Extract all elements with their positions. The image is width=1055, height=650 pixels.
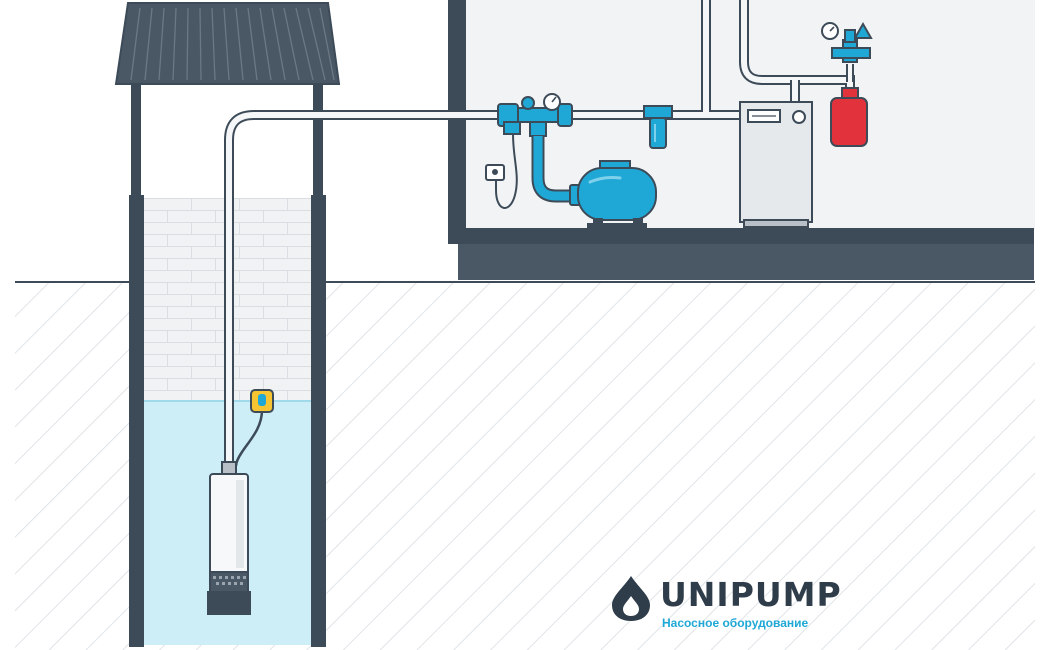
expansion-tank	[821, 21, 873, 147]
pressure-tank	[569, 160, 657, 230]
water-drop-logo-icon	[612, 576, 650, 621]
fitting-assembly	[497, 93, 573, 137]
brand-tagline: Насосное оборудование	[662, 616, 809, 630]
tank-hose	[531, 136, 586, 203]
well-roof	[114, 2, 341, 85]
submersible-pump	[207, 461, 251, 615]
power-cable	[485, 133, 518, 209]
water-filter	[643, 105, 673, 149]
brand-block: UNIPUMP Насосное оборудование	[610, 572, 870, 634]
boiler	[739, 101, 813, 228]
house-pipes	[701, 0, 855, 112]
supply-pipe	[224, 110, 740, 465]
brand-name: UNIPUMP	[660, 575, 842, 614]
